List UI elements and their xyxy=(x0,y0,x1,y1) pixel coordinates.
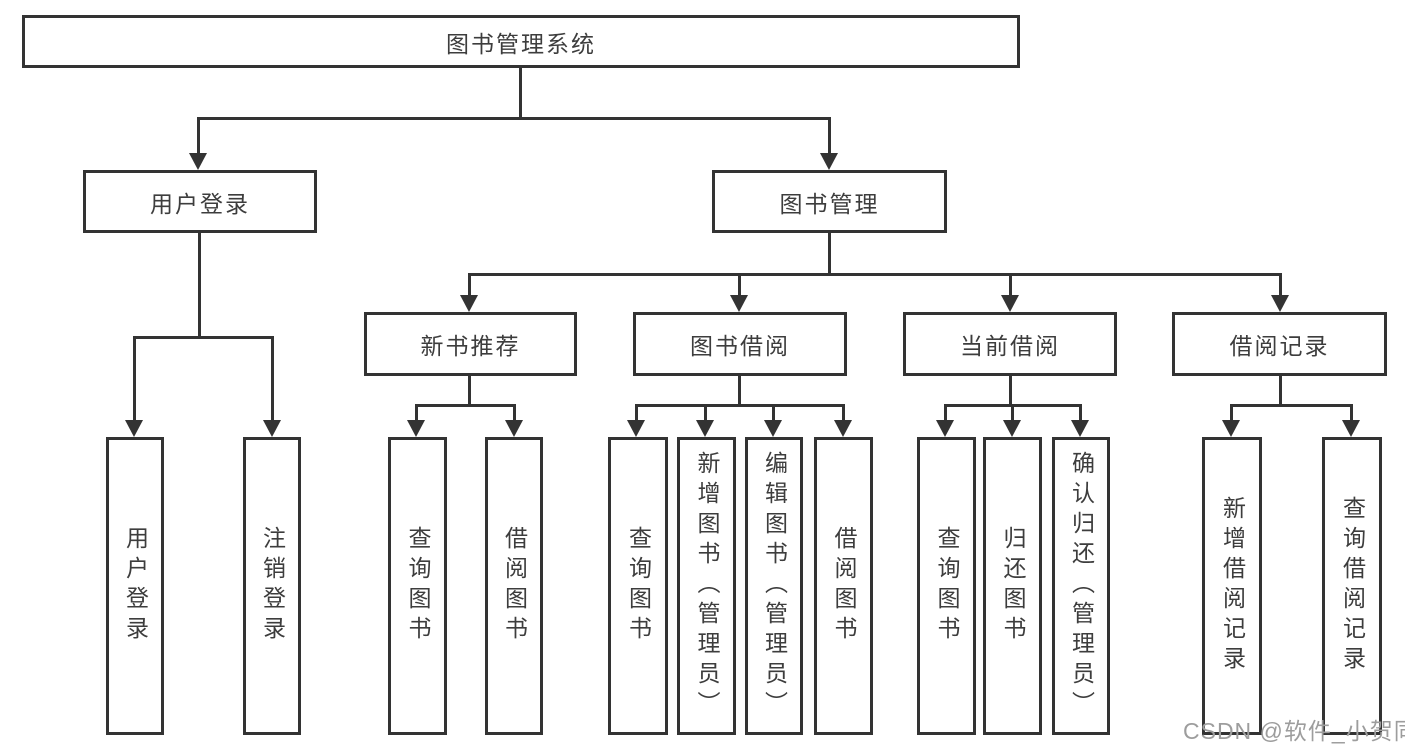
arrowhead-down-icon xyxy=(505,420,523,437)
connector-line xyxy=(738,273,741,297)
connector-line xyxy=(842,404,845,422)
arrowhead-down-icon xyxy=(834,420,852,437)
leaf-query-book-recommend: 查询图书 xyxy=(388,437,447,735)
connector-line xyxy=(197,117,200,155)
arrowhead-down-icon xyxy=(263,420,281,437)
arrowhead-down-icon xyxy=(407,420,425,437)
leaf-add-borrow-record: 新增借阅记录 xyxy=(1202,437,1262,735)
arrowhead-down-icon xyxy=(1003,420,1021,437)
connector-line xyxy=(415,404,516,407)
node-borrow-record: 借阅记录 xyxy=(1172,312,1387,376)
connector-line xyxy=(828,117,831,155)
node-root: 图书管理系统 xyxy=(22,15,1020,68)
arrowhead-down-icon xyxy=(460,295,478,312)
connector-line xyxy=(271,336,274,422)
connector-line xyxy=(468,273,1282,276)
connector-line xyxy=(635,404,638,422)
connector-line xyxy=(1350,404,1353,422)
leaf-query-borrow-record: 查询借阅记录 xyxy=(1322,437,1382,735)
node-book-management: 图书管理 xyxy=(712,170,947,233)
arrowhead-down-icon xyxy=(125,420,143,437)
arrowhead-down-icon xyxy=(820,153,838,170)
leaf-logout: 注销登录 xyxy=(243,437,301,735)
arrowhead-down-icon xyxy=(1001,295,1019,312)
arrowhead-down-icon xyxy=(189,153,207,170)
arrowhead-down-icon xyxy=(1071,420,1089,437)
connector-line xyxy=(519,68,522,117)
connector-line xyxy=(828,233,831,275)
connector-line xyxy=(198,233,201,339)
arrowhead-down-icon xyxy=(936,420,954,437)
leaf-borrow-book-recommend: 借阅图书 xyxy=(485,437,543,735)
csdn-watermark: CSDN @软件_小贺同学 xyxy=(1183,718,1405,744)
connector-line xyxy=(772,404,775,422)
arrowhead-down-icon xyxy=(764,420,782,437)
node-user-login: 用户登录 xyxy=(83,170,317,233)
connector-line xyxy=(635,404,845,407)
leaf-add-book-admin: 新增图书（管理员） xyxy=(677,437,736,735)
connector-line xyxy=(704,404,707,422)
leaf-confirm-return-admin: 确认归还（管理员） xyxy=(1052,437,1110,735)
connector-line xyxy=(133,336,274,339)
arrowhead-down-icon xyxy=(730,295,748,312)
leaf-return-book: 归还图书 xyxy=(983,437,1042,735)
leaf-query-book-current: 查询图书 xyxy=(917,437,976,735)
leaf-user-login: 用户登录 xyxy=(106,437,164,735)
connector-line xyxy=(1230,404,1233,422)
connector-line xyxy=(1009,376,1012,407)
leaf-edit-book-admin: 编辑图书（管理员） xyxy=(745,437,803,735)
arrowhead-down-icon xyxy=(696,420,714,437)
connector-line xyxy=(1279,273,1282,297)
connector-line xyxy=(738,376,741,407)
connector-line xyxy=(415,404,418,422)
connector-line xyxy=(468,273,471,297)
connector-line xyxy=(1009,273,1012,297)
node-book-borrow: 图书借阅 xyxy=(633,312,847,376)
arrowhead-down-icon xyxy=(627,420,645,437)
connector-line xyxy=(197,117,831,120)
connector-line xyxy=(133,336,136,422)
connector-line xyxy=(1230,404,1352,407)
node-current-borrow: 当前借阅 xyxy=(903,312,1117,376)
arrowhead-down-icon xyxy=(1271,295,1289,312)
leaf-borrow-book: 借阅图书 xyxy=(814,437,873,735)
arrowhead-down-icon xyxy=(1342,420,1360,437)
leaf-query-book-borrow: 查询图书 xyxy=(608,437,668,735)
connector-line xyxy=(1079,404,1082,422)
node-new-book-recommend: 新书推荐 xyxy=(364,312,577,376)
connector-line xyxy=(468,376,471,407)
connector-line xyxy=(944,404,947,422)
connector-line xyxy=(1279,376,1282,407)
connector-line xyxy=(1011,404,1014,422)
arrowhead-down-icon xyxy=(1222,420,1240,437)
connector-line xyxy=(513,404,516,422)
